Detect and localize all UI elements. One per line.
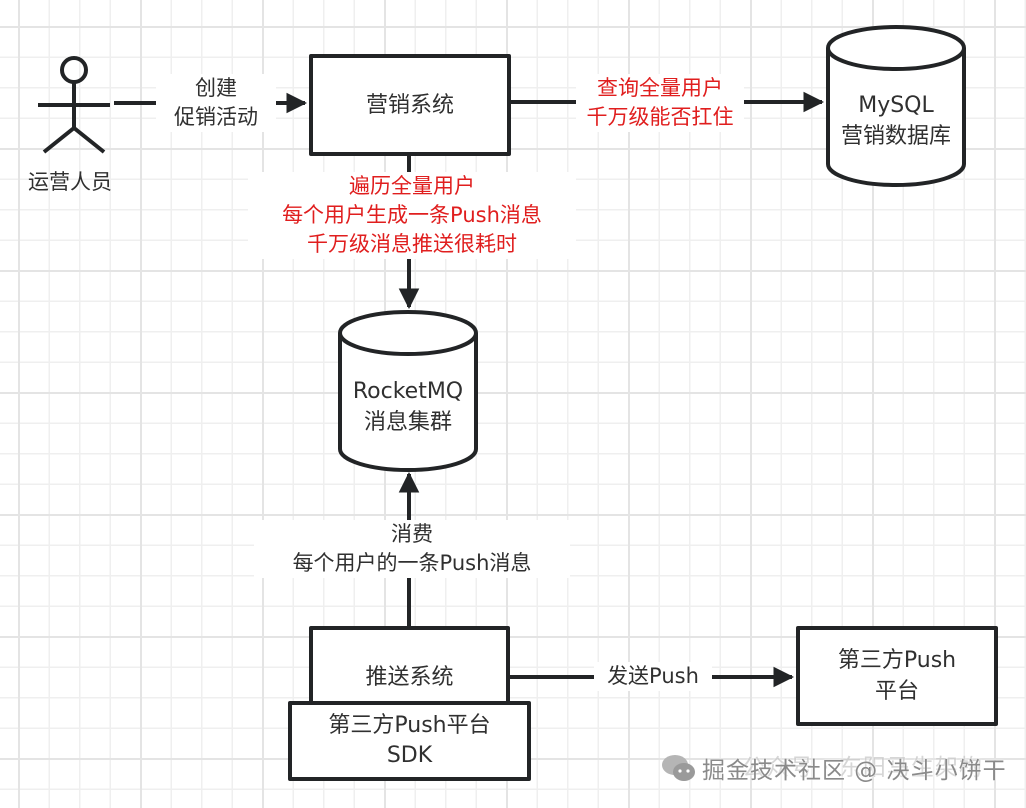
watermark-secondary: 公众号 · 东阳马生架构 [742, 755, 983, 781]
edge-generate-messages-label: 遍历全量用户 每个用户生成一条Push消息 千万级消息推送很耗时 [248, 172, 576, 259]
watermark-primary: 掘金技术社区 @ 决斗小饼干 [702, 758, 1007, 784]
node-third-party-push-label: 第三方Push 平台 [837, 648, 957, 704]
actor-label: 运营人员 [28, 170, 112, 194]
actor-left-leg [42, 126, 76, 154]
node-push-sdk-label: 第三方Push平台 SDK [328, 713, 491, 768]
watermark: 公众号 · 东阳马生架构 掘金技术社区 @ 决斗小饼干 [660, 748, 1007, 788]
edge-consume-messages-label: 消费 每个用户的一条Push消息 [254, 520, 570, 578]
edge-query-users-label: 查询全量用户 千万级能否扛住 [576, 74, 744, 132]
actor-right-leg [72, 126, 106, 154]
wechat-icon [662, 755, 695, 781]
rocketmq-cylinder-shape[interactable] [338, 310, 478, 472]
node-push-system-label: 推送系统 [365, 665, 454, 690]
mysql-cylinder-top [826, 25, 966, 71]
actor-head [60, 56, 88, 84]
node-push-system[interactable]: 推送系统 [309, 626, 510, 706]
node-third-party-push[interactable]: 第三方Push 平台 [796, 626, 998, 726]
mysql-cylinder-shape[interactable] [826, 25, 966, 187]
node-rocketmq-label: RocketMQ 消息集群 [352, 379, 464, 435]
node-marketing-system[interactable]: 营销系统 [309, 54, 511, 156]
node-marketing-system-label: 营销系统 [365, 92, 454, 118]
mysql-cylinder-body [826, 48, 966, 187]
edge-send-push-label: 发送Push [594, 662, 712, 691]
rocketmq-cylinder-body [338, 333, 478, 472]
edge-create-campaign-label: 创建 促销活动 [156, 74, 276, 132]
actor-stick-figure-icon[interactable] [38, 56, 110, 154]
node-mysql-label: MySQL 营销数据库 [840, 93, 951, 149]
rocketmq-cylinder-top [338, 310, 478, 356]
node-push-sdk[interactable]: 第三方Push平台 SDK [288, 701, 531, 781]
